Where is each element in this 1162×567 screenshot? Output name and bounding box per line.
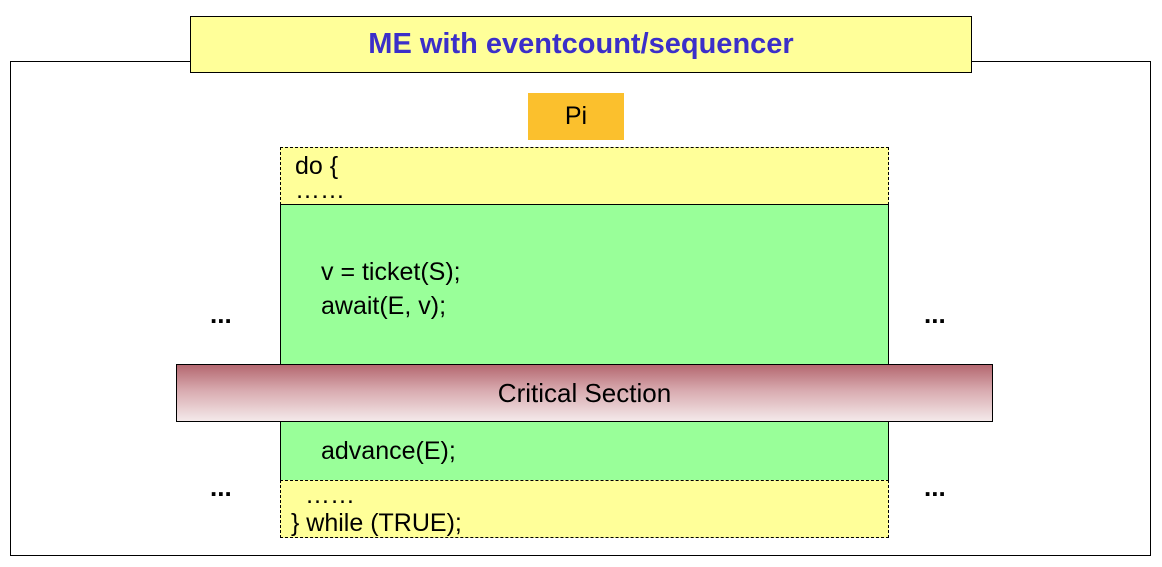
ticket-line: v = ticket(S); <box>321 258 461 286</box>
advance-line: advance(E); <box>321 437 456 465</box>
ellipsis-left-upper: ... <box>210 299 232 329</box>
exit-line-while: } while (TRUE); <box>291 509 462 537</box>
exit-line-ellipsis: …… <box>305 481 355 509</box>
ellipsis-right-upper: ... <box>924 299 946 329</box>
critical-section-label: Critical Section <box>497 377 672 408</box>
entry-line-do: do { <box>295 152 339 180</box>
process-label: Pi <box>528 93 624 140</box>
ellipsis-right-lower: ... <box>924 472 946 502</box>
exit-section: …… } while (TRUE); <box>280 480 889 538</box>
release-block: advance(E); <box>280 420 889 481</box>
entry-section: do { …… <box>280 147 889 205</box>
await-line: await(E, v); <box>321 292 447 320</box>
acquire-block: v = ticket(S); await(E, v); <box>280 204 889 366</box>
critical-section-bar: Critical Section <box>176 364 993 422</box>
ellipsis-left-lower: ... <box>210 472 232 502</box>
diagram-title: ME with eventcount/sequencer <box>190 16 972 73</box>
entry-line-ellipsis: …… <box>295 176 345 204</box>
